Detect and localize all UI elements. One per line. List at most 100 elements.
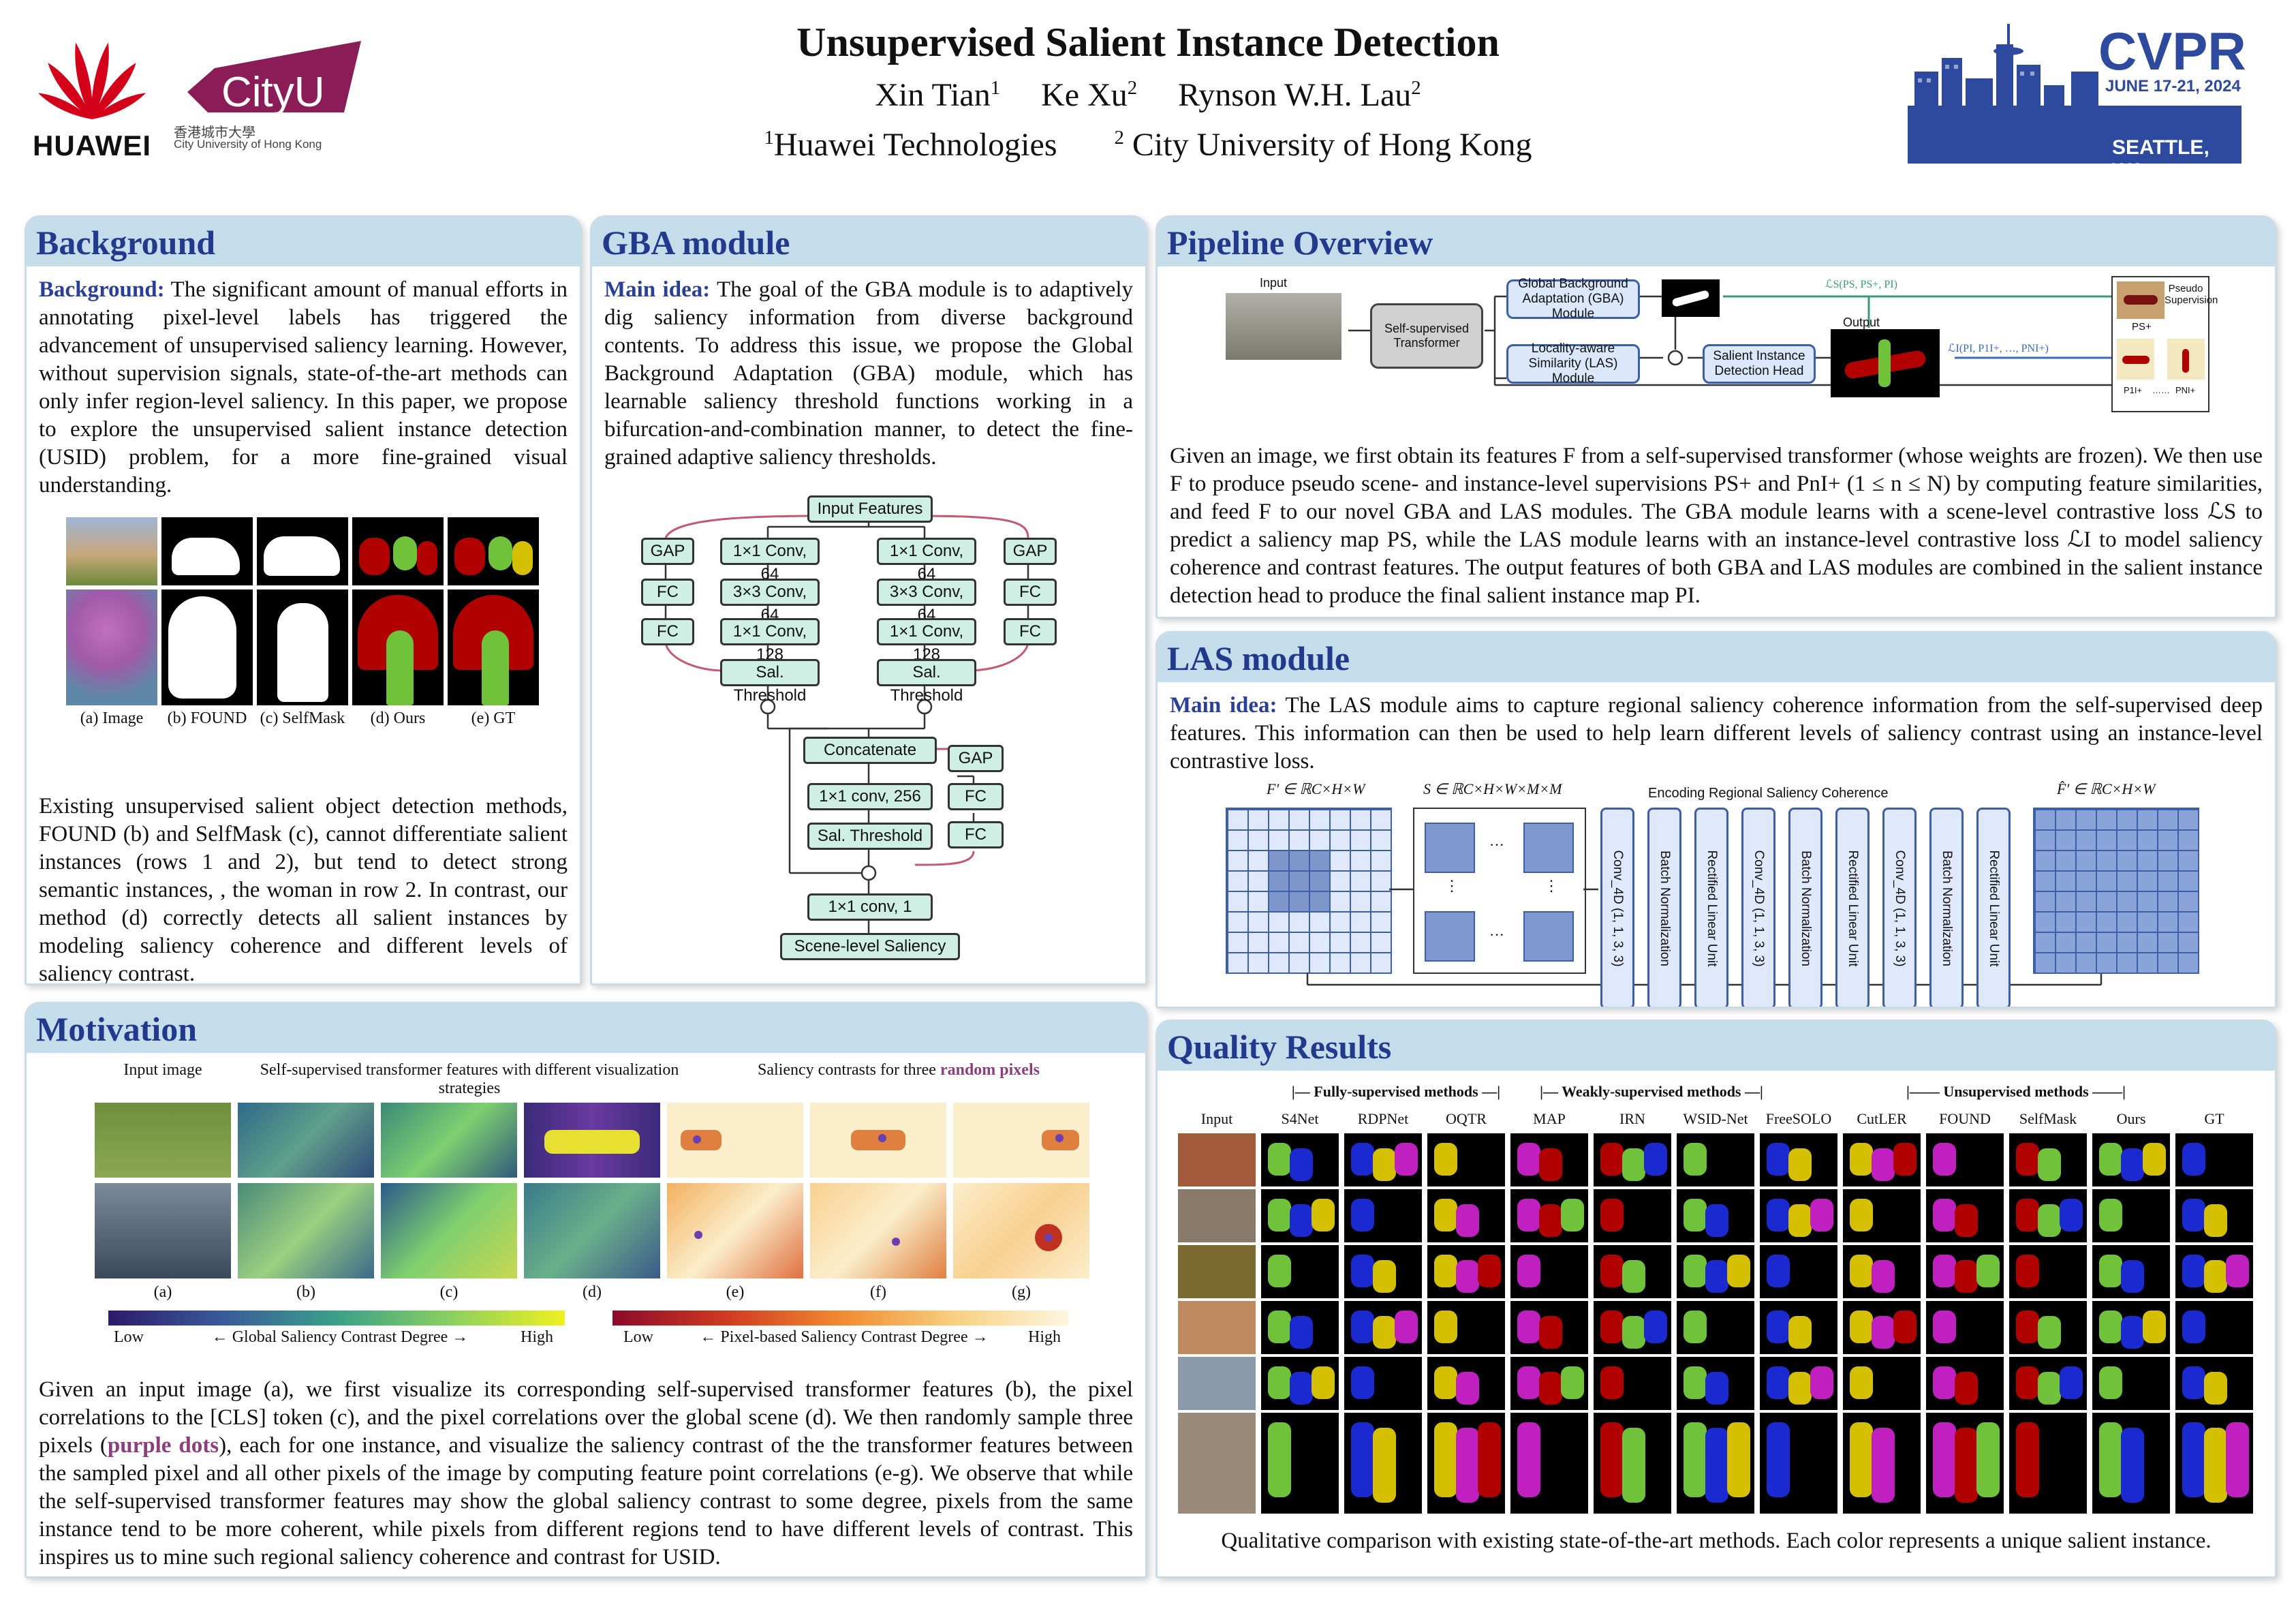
background-heading: Background — [27, 217, 580, 266]
cvpr-wordmark: CVPR — [2098, 21, 2246, 81]
quality-result-cell — [2092, 1413, 2170, 1514]
affiliation-1: 1Huawei Technologies — [764, 127, 1057, 163]
quality-result-cell — [1594, 1133, 1671, 1186]
motivation-f-people — [810, 1183, 946, 1278]
pipeline-arrows — [1348, 295, 2111, 386]
las-layer-2: Batch Normalization — [1647, 808, 1681, 1007]
las-s-label: S ∈ ℝC×H×W×M×M — [1423, 780, 1562, 797]
pipeline-pseudo-label: Pseudo Supervision — [2165, 283, 2218, 306]
quality-result-cell — [1427, 1357, 1505, 1410]
motivation-d-people — [524, 1183, 660, 1278]
quality-result-cell — [1427, 1413, 1505, 1514]
seattle-skyline-icon — [1908, 24, 2241, 164]
figure-selfmask-cows — [257, 517, 348, 585]
quality-result-cell — [2092, 1189, 2170, 1242]
las-panel: LAS module Main idea: The LAS module aim… — [1155, 631, 2277, 1009]
affiliation-list: 1Huawei Technologies 2 City University o… — [0, 126, 2296, 164]
pipeline-input-image — [1226, 293, 1341, 360]
quality-result-cell — [1677, 1189, 1754, 1242]
quality-result-cell — [1760, 1133, 1837, 1186]
global-bar-label: ← Global Saliency Contrast Degree → — [211, 1328, 469, 1346]
las-dots-h-2: ··· — [1489, 926, 1504, 943]
las-diagram: F′ ∈ ℝC×H×W S ∈ ℝC×H×W×M×M ··· ··· ⋮ ⋮ — [1226, 780, 2207, 1007]
quality-result-cell — [1261, 1189, 1339, 1242]
las-layer-9: Rectified Linear Unit — [1976, 808, 2011, 1007]
pipeline-output-label: Output — [1843, 316, 1880, 329]
author-1: Xin Tian1 — [875, 77, 1001, 113]
quality-col-header: S4Net — [1281, 1110, 1319, 1127]
quality-group-fully: |— Fully-supervised methods —| — [1291, 1083, 1501, 1100]
motivation-e-people — [667, 1183, 803, 1278]
background-figure: (a) Image (b) FOUND (c) SelfMask (d) Our… — [66, 517, 543, 727]
quality-result-cell — [1344, 1357, 1422, 1410]
gba-right-fc-2: FC — [1004, 618, 1057, 645]
quality-result-cell — [1427, 1133, 1505, 1186]
motivation-c-cows — [381, 1103, 517, 1178]
huawei-petals-icon — [37, 42, 146, 119]
pipeline-pi-plus-n-label: PNI+ — [2175, 385, 2196, 395]
author-list: Xin Tian1 Ke Xu2 Rynson W.H. Lau2 — [0, 76, 2296, 114]
las-output-grid — [2033, 808, 2199, 974]
gba-conv-256: 1×1 conv, 256 — [807, 783, 933, 810]
quality-result-cell — [1510, 1189, 1588, 1242]
motivation-label-b: (b) — [296, 1283, 315, 1301]
pipeline-ps-plus-image — [2117, 281, 2165, 319]
pipeline-pi-plus-1-image — [2117, 339, 2154, 380]
gba-panel: GBA module Main idea: The goal of the GB… — [590, 215, 1147, 985]
pixel-bar-label: ← Pixel-based Saliency Contrast Degree → — [700, 1328, 989, 1346]
quality-result-cell — [1760, 1301, 1837, 1354]
global-contrast-colorbar — [108, 1311, 565, 1326]
motivation-col-contrast: Saliency contrasts for three random pixe… — [758, 1061, 1040, 1079]
purple-dots-highlight: purple dots — [107, 1433, 219, 1458]
quality-group-unsup: |—— Unsupervised methods ——| — [1906, 1083, 2126, 1100]
quality-result-cell — [1760, 1245, 1837, 1298]
las-f-in-label: F′ ∈ ℝC×H×W — [1267, 780, 1365, 797]
random-pixels-highlight: random pixels — [940, 1061, 1040, 1079]
gba-diagram: Input Features 1×1 Conv, 64 3×3 Conv, 64… — [592, 483, 1145, 974]
las-dots-h-1: ··· — [1489, 836, 1504, 853]
gba-left-conv-1: 1×1 Conv, 64 — [720, 538, 820, 583]
las-paragraph: The LAS module aims to capture regional … — [1170, 693, 2263, 773]
pipeline-output-map — [1831, 329, 1940, 397]
figure-found-umbrella — [161, 589, 253, 705]
figure-label-selfmask: (c) SelfMask — [260, 709, 345, 727]
quality-result-cell — [1344, 1189, 1422, 1242]
gba-right-conv-1: 1×1 Conv, 64 — [877, 538, 976, 583]
quality-result-cell — [1427, 1245, 1505, 1298]
quality-heading: Quality Results — [1158, 1022, 2275, 1071]
quality-result-cell — [1926, 1189, 2004, 1242]
pipeline-detection-head: Salient Instance Detection Head — [1703, 344, 1816, 384]
motivation-paragraph: Given an input image (a), we first visua… — [39, 1377, 1133, 1569]
background-paragraph-2: Existing unsupervised salient object det… — [39, 794, 568, 985]
quality-result-cell — [1510, 1245, 1588, 1298]
quality-input-image — [1178, 1133, 1256, 1186]
motivation-g-cows — [953, 1103, 1089, 1178]
gba-bottom-gap: GAP — [948, 745, 1004, 772]
gba-bottom-fc-1: FC — [948, 783, 1004, 810]
las-lead: Main idea: — [1170, 693, 1277, 718]
quality-result-cell — [1760, 1189, 1837, 1242]
quality-result-cell — [1926, 1413, 2004, 1514]
motivation-panel: Motivation Input image Self-supervised t… — [25, 1002, 1147, 1578]
page-title: Unsupervised Salient Instance Detection — [796, 20, 1500, 65]
gba-right-gap: GAP — [1004, 538, 1057, 565]
gba-left-threshold: Sal. Threshold — [720, 659, 820, 705]
quality-result-cell — [2175, 1301, 2253, 1354]
pipeline-panel: Pipeline Overview — [1155, 215, 2277, 619]
quality-result-cell — [1344, 1301, 1422, 1354]
motivation-image-people — [95, 1183, 231, 1278]
pipeline-diagram: Input Self-supervised Transformer Global… — [1226, 276, 2218, 426]
global-bar-high: High — [521, 1328, 553, 1346]
las-dots-v-1: ⋮ — [1444, 877, 1459, 894]
gba-right-threshold: Sal. Threshold — [877, 659, 976, 705]
quality-result-cell — [1926, 1301, 2004, 1354]
figure-label-image: (a) Image — [80, 709, 144, 727]
quality-result-cell — [1261, 1413, 1339, 1514]
quality-col-header: MAP — [1533, 1110, 1566, 1127]
quality-result-cell — [2009, 1189, 2087, 1242]
motivation-f-cows — [810, 1103, 946, 1178]
quality-result-cell — [2175, 1189, 2253, 1242]
motivation-image-cows — [95, 1103, 231, 1178]
huawei-wordmark: HUAWEI — [33, 129, 151, 162]
